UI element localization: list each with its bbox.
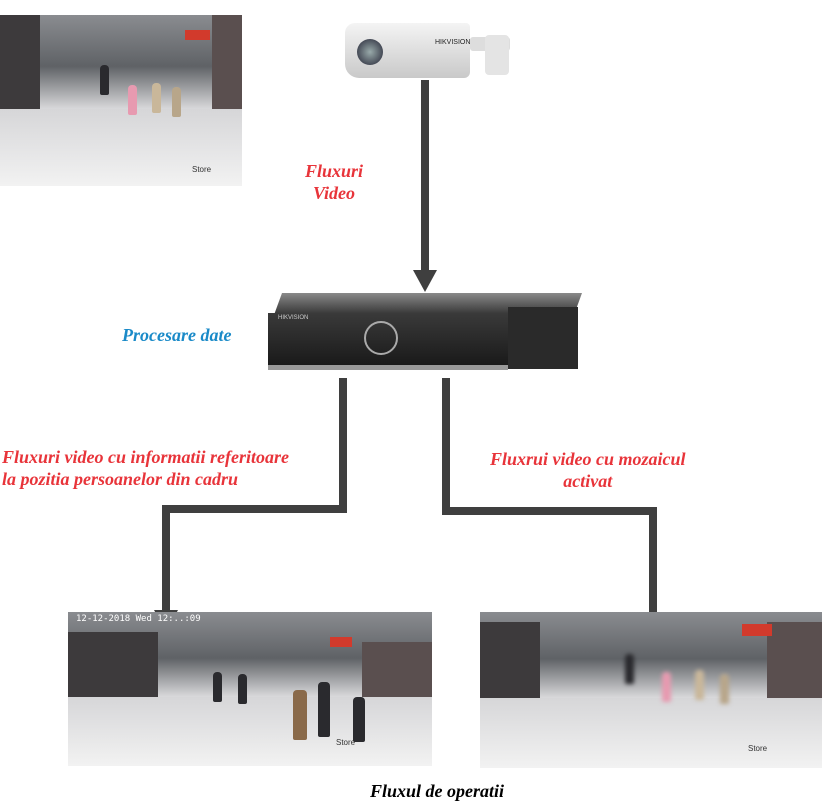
line-left-horizontal <box>162 505 347 513</box>
label-left-branch: Fluxuri video cu informatii referitoare … <box>2 447 290 489</box>
osd-timestamp: 12-12-2018 Wed 12:..:09 <box>76 614 201 624</box>
line-left-down <box>162 505 170 613</box>
store-mark: Store <box>748 744 768 753</box>
line-right-down <box>649 507 657 613</box>
nvr-image: HIKVISION <box>268 293 583 373</box>
camera-frame-original: Store <box>0 15 242 186</box>
line-left-branch <box>339 378 347 512</box>
ip-camera-image: HIKVISION <box>335 15 515 85</box>
nvr-brand: HIKVISION <box>278 315 309 321</box>
camera-brand: HIKVISION <box>435 39 471 46</box>
store-mark: Store <box>192 165 212 174</box>
arrow-head <box>413 270 437 292</box>
line-right-branch <box>442 378 450 515</box>
frame-with-mosaic: Store <box>480 612 822 768</box>
label-processing: Procesare date <box>122 325 232 345</box>
caption: Fluxul de operatii <box>370 781 505 801</box>
arrow-camera-to-nvr <box>421 80 429 275</box>
frame-with-positions: 12-12-2018 Wed 12:..:09 Store <box>68 612 432 766</box>
line-right-horizontal <box>442 507 657 515</box>
label-right-branch: Fluxrui video cu mozaicul activat <box>490 449 686 491</box>
label-video-streams: Fluxuri Video <box>305 161 364 203</box>
store-mark: Store <box>336 738 356 747</box>
